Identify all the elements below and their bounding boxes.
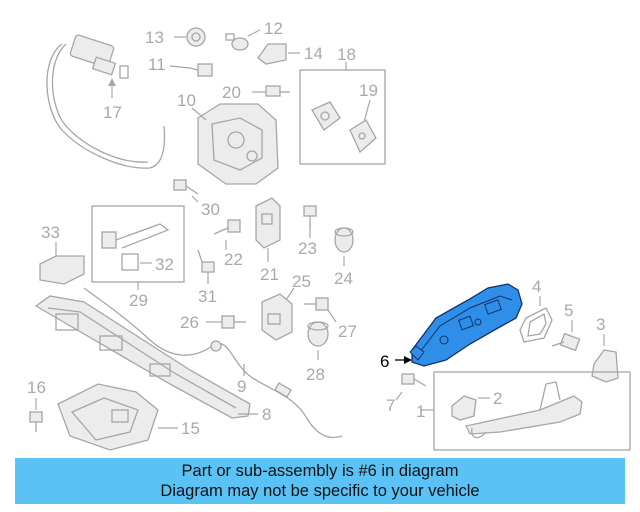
- callout-1: 1: [416, 402, 425, 421]
- callout-24: 24: [334, 269, 353, 288]
- callout-2: 2: [493, 389, 502, 408]
- part-25-hinge: [261, 287, 295, 341]
- part-6-handle-carrier: [395, 283, 523, 367]
- callout-11: 11: [148, 55, 166, 74]
- part-10-latch: [191, 103, 279, 185]
- part-31-bolt: [197, 249, 215, 284]
- part-12-bolt: [225, 29, 261, 51]
- part-7-bolt: [395, 373, 427, 401]
- callout-31: 31: [198, 287, 217, 306]
- callout-22: 22: [224, 250, 243, 269]
- callout-5: 5: [564, 301, 573, 320]
- part-33-switch: [39, 242, 85, 285]
- callout-27: 27: [338, 322, 357, 341]
- info-banner: Part or sub-assembly is #6 in diagram Di…: [15, 458, 625, 504]
- part-4-gasket: [519, 296, 553, 343]
- callout-17: 17: [103, 103, 122, 122]
- part-27-bolt: [304, 297, 337, 323]
- callout-13: 13: [145, 28, 164, 47]
- callout-29: 29: [129, 291, 148, 310]
- callout-3: 3: [596, 315, 605, 334]
- callout-10: 10: [177, 91, 196, 110]
- part-22-bolt: [213, 219, 241, 250]
- part-18-box: [299, 62, 386, 165]
- part-28-bushing: [307, 321, 329, 360]
- part-11-screw: [169, 63, 213, 77]
- callout-28: 28: [306, 365, 325, 384]
- callout-16: 16: [27, 378, 46, 397]
- part-9-cable: [83, 287, 343, 439]
- part-16-bolt: [29, 398, 43, 432]
- part-24-bushing: [334, 227, 354, 266]
- callout-26: 26: [180, 313, 199, 332]
- part-26-screw: [206, 315, 246, 329]
- callout-33: 33: [41, 223, 60, 242]
- callout-14: 14: [304, 44, 323, 63]
- part-15-bracket: [57, 383, 178, 451]
- callout-12: 12: [264, 19, 283, 38]
- callout-4: 4: [532, 277, 541, 296]
- part-13-bushing: [174, 27, 206, 47]
- banner-line-2: Diagram may not be specific to your vehi…: [160, 482, 480, 500]
- part-20-bolt: [252, 85, 290, 97]
- part-8-trim: [34, 295, 258, 419]
- callout-20: 20: [222, 83, 241, 102]
- callout-21: 21: [260, 265, 279, 284]
- callout-23: 23: [298, 239, 317, 258]
- part-14-cap: [257, 43, 300, 65]
- callout-25: 25: [292, 272, 311, 291]
- part-30-bolt: [173, 179, 199, 203]
- part-21-striker: [255, 197, 281, 262]
- part-17-cable: [46, 34, 166, 169]
- callout-15: 15: [181, 419, 200, 438]
- banner-line-1: Part or sub-assembly is #6 in diagram: [181, 462, 459, 480]
- callout-32: 32: [155, 255, 174, 274]
- callout-19: 19: [359, 81, 378, 100]
- callout-30: 30: [201, 200, 220, 219]
- part-23-bolt: [303, 205, 317, 238]
- callout-7: 7: [386, 396, 395, 415]
- callout-6: 6: [380, 352, 389, 371]
- callout-8: 8: [262, 405, 271, 424]
- part-5-cylinder: [551, 320, 581, 352]
- part-3-cap: [591, 334, 619, 383]
- part-29-box: [91, 205, 185, 290]
- parts-diagram: 17 13 12 14 11 20 18: [27, 19, 631, 451]
- callout-18: 18: [337, 45, 356, 64]
- callout-9: 9: [237, 377, 246, 396]
- part-1-handle-box: [420, 371, 631, 451]
